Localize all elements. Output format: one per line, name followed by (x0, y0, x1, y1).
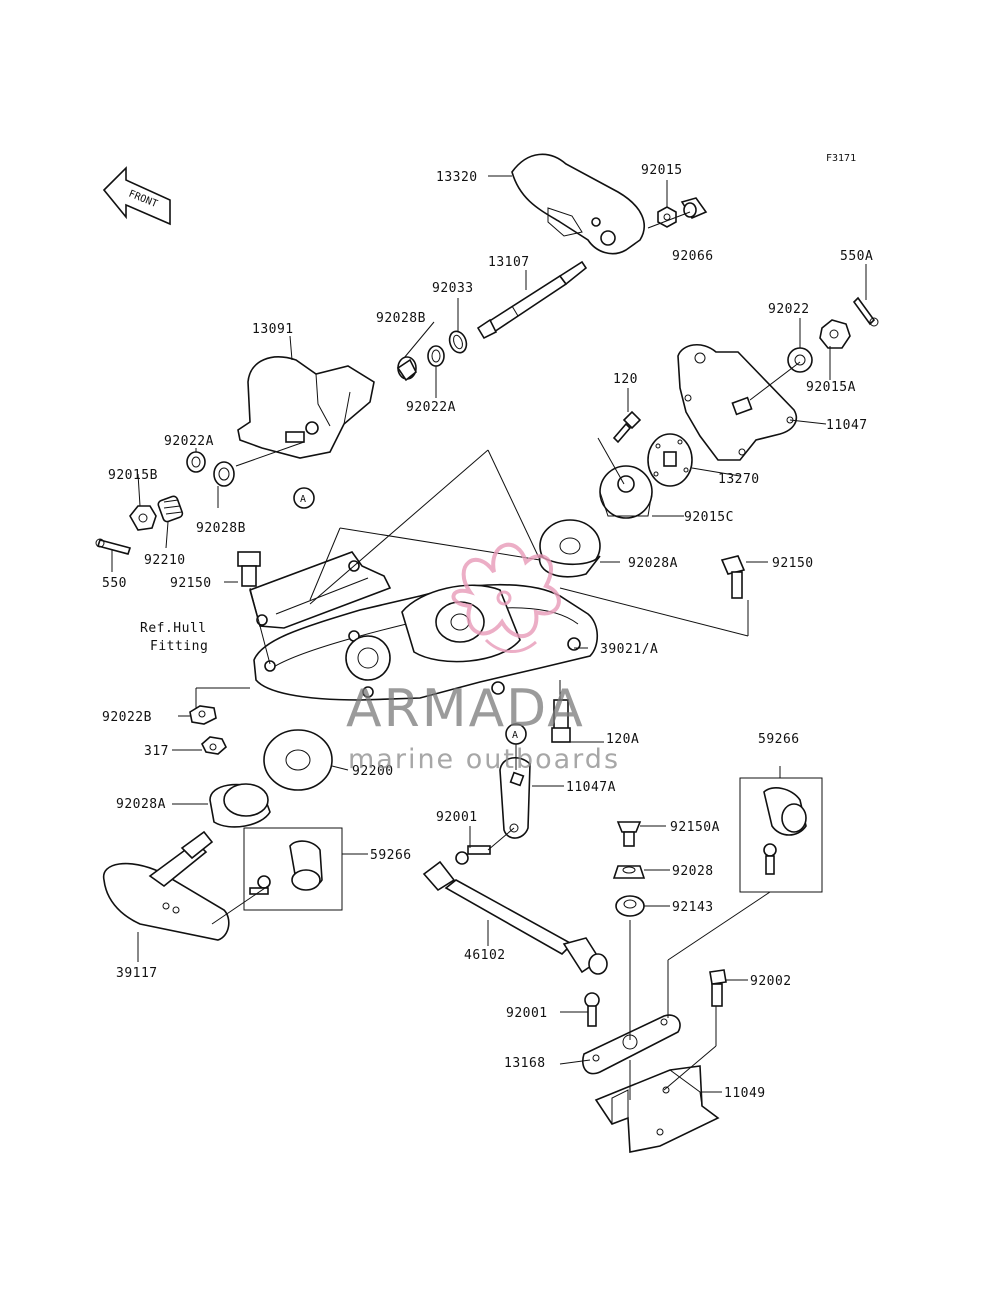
ref-note-line2: Fitting (150, 639, 208, 654)
bushing-92028B-top (396, 356, 418, 382)
label-11049: 11049 (724, 1086, 766, 1101)
shaft-13107 (476, 260, 588, 340)
ball-joint-kit-59266-right (739, 777, 823, 893)
bushing-92028A-left (209, 783, 271, 828)
label-92028: 92028 (672, 864, 714, 879)
bolt-120A (551, 699, 571, 743)
callout-a-bottom: A (505, 723, 527, 745)
bolt-92150-right (720, 555, 746, 599)
hull-fitting-base (249, 551, 599, 701)
nut-92015 (657, 206, 677, 228)
label-92015: 92015 (641, 163, 683, 178)
label-92022: 92022 (768, 302, 810, 317)
ball-joint-kit-59266-left (243, 827, 343, 911)
label-120: 120 (613, 372, 638, 387)
washer-92022B (189, 705, 217, 725)
steering-bracket-13320 (511, 153, 645, 255)
castle-nut-92015B (129, 505, 157, 531)
spring-92210 (157, 495, 184, 523)
rubber-disc-13270 (647, 433, 693, 487)
label-92002: 92002 (750, 974, 792, 989)
label-92015A: 92015A (806, 380, 856, 395)
label-59266-left: 59266 (370, 848, 412, 863)
label-59266-right: 59266 (758, 732, 800, 747)
watermark-tagline: marine outboards (348, 744, 620, 775)
steering-arm-39117 (102, 830, 230, 941)
bushing-92066 (680, 197, 708, 220)
label-120A: 120A (606, 732, 639, 747)
label-92210: 92210 (144, 553, 186, 568)
label-92033: 92033 (432, 281, 474, 296)
label-46102: 46102 (464, 948, 506, 963)
ref-note-line1: Ref.Hull (140, 621, 207, 636)
washer-92143 (615, 895, 645, 917)
callout-a-top-label: A (300, 494, 306, 505)
label-92143: 92143 (672, 900, 714, 915)
assembly-lines (111, 175, 867, 1100)
bolt-92150A (616, 821, 642, 847)
label-39021A: 39021/A (600, 642, 658, 657)
label-13107: 13107 (488, 255, 530, 270)
washer-92022A-left (186, 451, 206, 473)
label-13270: 13270 (718, 472, 760, 487)
label-92028A-left: 92028A (116, 797, 166, 812)
label-92001-bottom: 92001 (506, 1006, 548, 1021)
nut-92028 (612, 865, 646, 879)
label-13091: 13091 (252, 322, 294, 337)
tie-rod-46102 (422, 860, 608, 975)
cotter-pin-550A (852, 296, 879, 327)
bracket-11047A (499, 757, 531, 839)
nut-317 (201, 736, 227, 755)
label-13168: 13168 (504, 1056, 546, 1071)
bushing-92028B-left (213, 461, 235, 487)
callout-a-bottom-label: A (512, 730, 518, 741)
label-92015B: 92015B (108, 468, 158, 483)
label-550: 550 (102, 576, 127, 591)
label-11047A: 11047A (566, 780, 616, 795)
label-92200: 92200 (352, 764, 394, 779)
label-92150A: 92150A (670, 820, 720, 835)
watermark-logo (451, 542, 561, 653)
label-92028B-top: 92028B (376, 311, 426, 326)
bracket-11049 (594, 1065, 720, 1153)
label-39117: 39117 (116, 966, 158, 981)
ball-joint-92001-top (455, 845, 491, 865)
label-92150-left: 92150 (170, 576, 212, 591)
label-92001-top: 92001 (436, 810, 478, 825)
bolt-92002 (709, 969, 727, 1007)
label-13320: 13320 (436, 170, 478, 185)
label-317: 317 (144, 744, 169, 759)
bolt-92150-left (237, 551, 261, 587)
bolt-120 (612, 410, 642, 444)
column-housing-13091 (237, 356, 375, 459)
figure-code: F3171 (826, 153, 856, 164)
label-92150-right: 92150 (772, 556, 814, 571)
label-92015C: 92015C (684, 510, 734, 525)
front-arrow-icon: FRONT (102, 166, 171, 226)
circlip-92033 (448, 330, 468, 354)
label-92022A-mid: 92022A (406, 400, 456, 415)
washer-92200 (263, 729, 333, 791)
cotter-pin-550 (95, 538, 132, 555)
plate-13168 (582, 1014, 681, 1075)
bracket-plate-11047 (677, 344, 798, 461)
ball-joint-92001-bottom (584, 992, 600, 1027)
flange-92015C (599, 465, 653, 519)
bushing-92028A-right (538, 519, 601, 578)
castle-nut-92015A (819, 319, 851, 349)
label-92028B-left: 92028B (196, 521, 246, 536)
label-92066: 92066 (672, 249, 714, 264)
label-11047: 11047 (826, 418, 868, 433)
label-550A: 550A (840, 249, 873, 264)
label-92028A-right: 92028A (628, 556, 678, 571)
washer-92022A-mid (427, 345, 445, 367)
watermark-brand: ARMADA (346, 679, 585, 739)
callout-a-top: A (293, 487, 315, 509)
label-92022B: 92022B (102, 710, 152, 725)
label-92022A-left: 92022A (164, 434, 214, 449)
